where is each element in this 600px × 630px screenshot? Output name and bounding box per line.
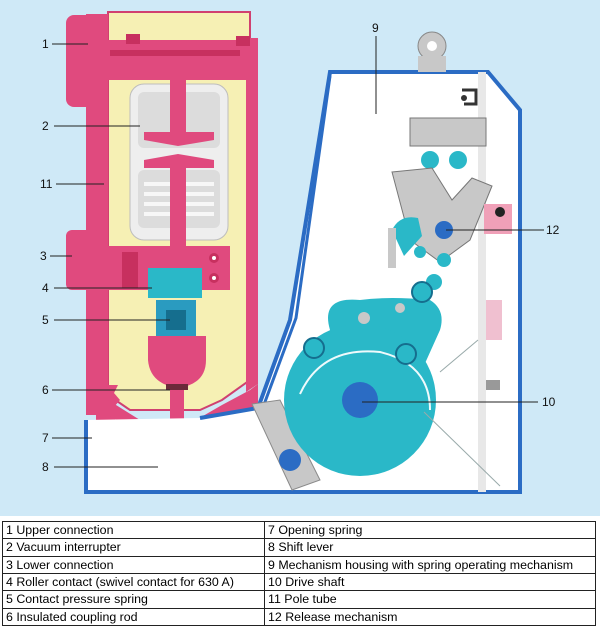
legend-table: 1 Upper connection 7 Opening spring 2 Va… (2, 520, 596, 627)
latch-lever (392, 217, 422, 256)
legend-item-12: 12 Release mechanism (264, 607, 596, 627)
pole-assembly (66, 11, 258, 462)
legend-row: 5 Contact pressure spring 11 Pole tube (2, 590, 596, 609)
callout-3: 3 (40, 249, 47, 263)
legend-item-8: 8 Shift lever (264, 538, 596, 557)
legend-item-11: 11 Pole tube (264, 590, 596, 609)
legend-item-7: 7 Opening spring (264, 520, 596, 540)
upper-connection (66, 15, 252, 107)
diagram-svg: 1 2 11 3 4 5 6 7 8 9 10 12 (40, 11, 560, 494)
circuit-breaker-diagram: 1 2 11 3 4 5 6 7 8 9 10 12 (0, 0, 600, 516)
vacuum-interrupter (129, 80, 229, 250)
drive-link (251, 399, 321, 491)
pole-tube-wall-left (86, 14, 108, 415)
legend-item-5: 5 Contact pressure spring (2, 590, 265, 609)
legend-row: 6 Insulated coupling rod 12 Release mech… (2, 607, 596, 627)
callout-4: 4 (42, 281, 49, 295)
callout-12: 12 (546, 223, 560, 237)
callout-2: 2 (42, 119, 49, 133)
callout-8: 8 (42, 460, 49, 474)
coupling-housing (148, 336, 206, 388)
legend-item-9: 9 Mechanism housing with spring operatin… (264, 555, 596, 574)
legend-row: 2 Vacuum interrupter 8 Shift lever (2, 538, 596, 557)
legend-item-4: 4 Roller contact (swivel contact for 630… (2, 572, 265, 592)
legend-row: 3 Lower connection 9 Mechanism housing w… (2, 555, 596, 574)
callout-9: 9 (372, 21, 379, 35)
pole-tube-wall-right (246, 38, 258, 392)
callout-5: 5 (42, 313, 49, 327)
callout-11: 11 (40, 177, 53, 191)
legend-item-6: 6 Insulated coupling rod (2, 607, 265, 627)
callout-leaders (50, 36, 544, 468)
callout-numbers: 1 2 11 3 4 5 6 7 8 9 10 12 (40, 21, 560, 474)
roller-contact (148, 268, 202, 298)
callout-6: 6 (42, 383, 49, 397)
legend-row: 4 Roller contact (swivel contact for 630… (2, 572, 596, 592)
callout-7: 7 (42, 431, 49, 445)
callout-1: 1 (42, 37, 49, 51)
legend-row: 1 Upper connection 7 Opening spring (2, 520, 596, 540)
spring-operating-mechanism (284, 281, 442, 476)
legend-item-2: 2 Vacuum interrupter (2, 538, 265, 557)
legend-item-1: 1 Upper connection (2, 520, 265, 540)
callout-10: 10 (542, 395, 556, 409)
legend-item-3: 3 Lower connection (2, 555, 265, 574)
drive-shaft (342, 382, 378, 418)
legend-item-10: 10 Drive shaft (264, 572, 596, 592)
